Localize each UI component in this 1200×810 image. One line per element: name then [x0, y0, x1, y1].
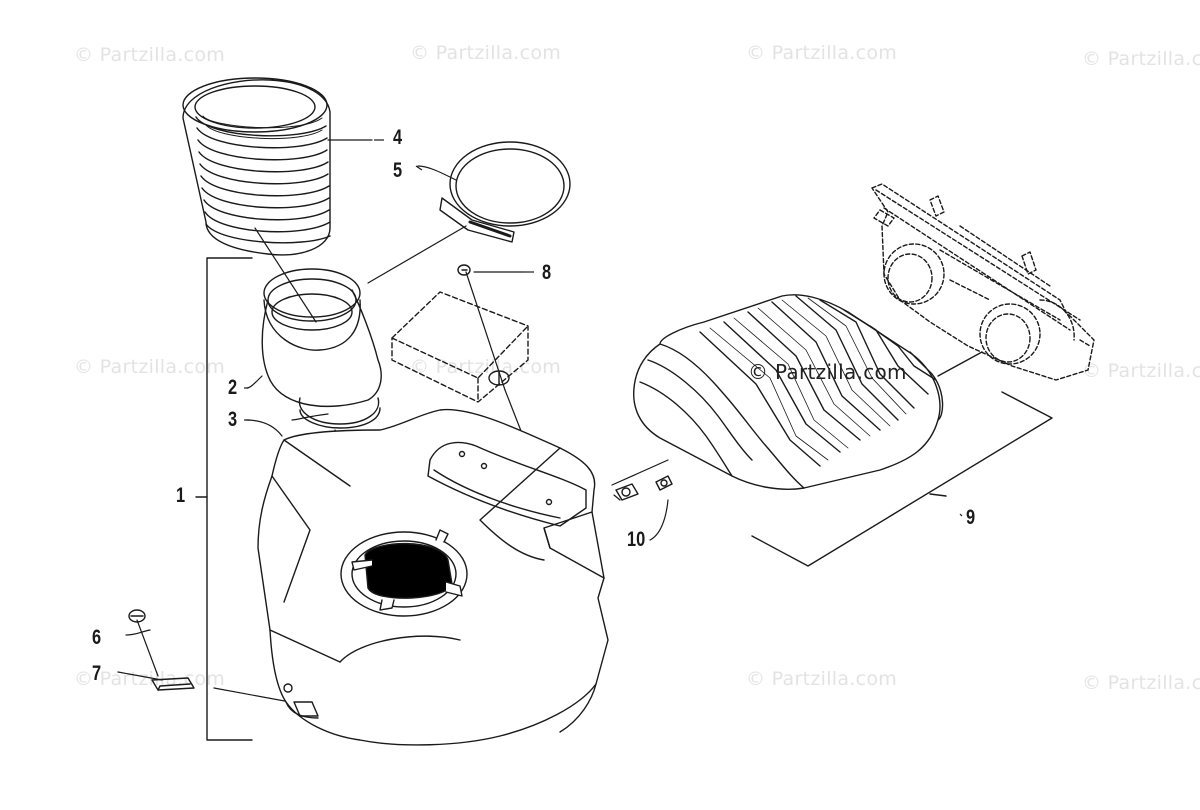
- intake-boot-part-9: [633, 294, 944, 490]
- callout-1: 1: [176, 484, 186, 507]
- watermark: © Partzilla.com: [74, 44, 226, 66]
- callout-9: 9: [966, 506, 976, 529]
- callout-5: 5: [393, 159, 403, 182]
- callout-8: 8: [542, 261, 552, 284]
- center-watermark: © Partzilla.com: [748, 360, 907, 384]
- callout-4: 4: [393, 126, 403, 149]
- watermark: © Partzilla.com: [1082, 360, 1200, 382]
- fastener-part-6: [128, 609, 146, 623]
- grommet-part-2: [261, 268, 382, 429]
- watermark: © Partzilla.com: [74, 356, 226, 378]
- callout-2: 2: [228, 376, 238, 399]
- watermark: © Partzilla.com: [1082, 48, 1200, 70]
- clamp-part-5: [439, 141, 571, 243]
- callout-10: 10: [627, 528, 646, 551]
- fitting-part-10: [615, 475, 673, 501]
- airbox-part-3: [257, 408, 609, 746]
- bracket-part-9: [751, 351, 1053, 567]
- watermark: © Partzilla.com: [410, 42, 562, 64]
- callout-6: 6: [92, 626, 102, 649]
- watermark: © Partzilla.com: [746, 668, 898, 690]
- throttle-body-assembly: [871, 183, 1095, 381]
- screw-part-8: [457, 264, 471, 276]
- bracket-part-1: [195, 257, 253, 741]
- callout-3: 3: [228, 408, 238, 431]
- boot-part-4: [182, 77, 331, 256]
- filter-box: [391, 291, 529, 403]
- clip-part-7: [151, 677, 195, 691]
- watermark: © Partzilla.com: [746, 42, 898, 64]
- callout-7: 7: [92, 662, 102, 685]
- watermark: © Partzilla.com: [410, 356, 562, 378]
- watermark: © Partzilla.com: [1082, 672, 1200, 694]
